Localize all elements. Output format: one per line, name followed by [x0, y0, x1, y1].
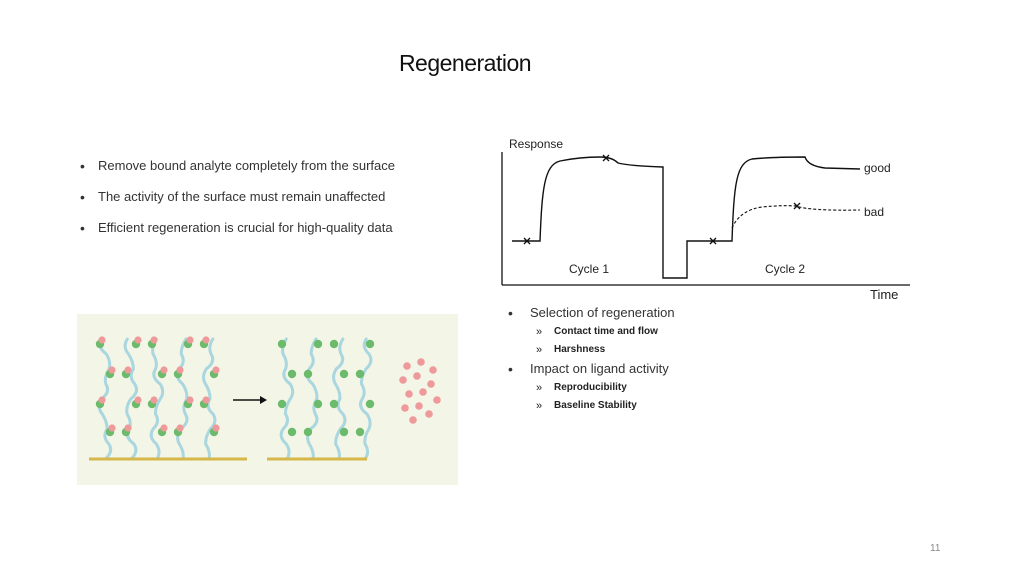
ligand-dot: [339, 369, 349, 379]
free-analyte-dot: [417, 358, 425, 366]
analyte-dot: [150, 336, 158, 344]
ligand-dot: [303, 369, 313, 379]
cycle-1-label: Cycle 1: [569, 262, 609, 276]
cross-marker-icon: [793, 202, 801, 210]
ligand-fiber: [305, 337, 319, 461]
free-analyte-dot: [419, 388, 427, 396]
consideration-label: Selection of regeneration: [530, 305, 675, 320]
analyte-dot: [98, 396, 106, 404]
free-analyte-dot: [427, 380, 435, 388]
free-analyte-dot: [405, 390, 413, 398]
bullet-item: Efficient regeneration is crucial for hi…: [78, 218, 395, 249]
free-analyte-dot: [415, 402, 423, 410]
analyte-dot: [212, 366, 220, 374]
free-analyte-dot: [413, 372, 421, 380]
bad-label: bad: [864, 205, 884, 219]
analyte-dot: [160, 366, 168, 374]
analyte-dot: [98, 336, 106, 344]
consideration-subitem: Baseline Stability: [530, 397, 675, 415]
free-analyte-dot: [433, 396, 441, 404]
analyte-dot: [160, 424, 168, 432]
analyte-dot: [108, 366, 116, 374]
ligand-fiber: [149, 337, 165, 461]
requirements-list: Remove bound analyte completely from the…: [78, 156, 395, 249]
ligand-fiber: [123, 337, 139, 461]
good-label: good: [864, 161, 891, 175]
free-analyte-dot: [403, 362, 411, 370]
bullet-item: The activity of the surface must remain …: [78, 187, 395, 218]
free-analyte-dot: [409, 416, 417, 424]
analyte-dot: [124, 366, 132, 374]
x-axis-label: Time: [870, 287, 898, 302]
consideration-item: Selection of regeneration Contact time a…: [508, 303, 675, 359]
ligand-dot: [313, 399, 323, 409]
analyte-dot: [150, 396, 158, 404]
consideration-label: Impact on ligand activity: [530, 361, 669, 376]
ligand-dot: [287, 427, 297, 437]
cross-marker-icon: [709, 237, 717, 245]
ligand-dot: [329, 339, 339, 349]
ligand-dot: [277, 339, 287, 349]
analyte-dot: [202, 336, 210, 344]
fibers-after: [277, 337, 375, 461]
page-number: 11: [930, 543, 941, 554]
right-arrow-icon: [233, 396, 267, 404]
ligand-dot: [355, 427, 365, 437]
fibers-before: [95, 336, 220, 461]
analyte-dot: [176, 366, 184, 374]
ligand-dot: [303, 427, 313, 437]
ligand-fiber: [279, 337, 295, 461]
ligand-dot: [355, 369, 365, 379]
analyte-dot: [108, 424, 116, 432]
free-analyte-dot: [425, 410, 433, 418]
slide-title: Regeneration: [398, 50, 532, 76]
ligand-dot: [277, 399, 287, 409]
free-analyte-dot: [429, 366, 437, 374]
ligand-dot: [365, 399, 375, 409]
cycle-2-label: Cycle 2: [765, 262, 805, 276]
ligand-fiber: [332, 337, 347, 461]
ligand-fiber: [359, 337, 373, 461]
ligand-fiber: [202, 337, 217, 461]
free-analyte-dot: [401, 404, 409, 412]
ligand-dot: [329, 399, 339, 409]
ligand-dot: [365, 339, 375, 349]
ligand-dot: [313, 339, 323, 349]
analyte-dot: [202, 396, 210, 404]
analyte-dot: [186, 336, 194, 344]
sensorgram-graph: Response Time Cycle 1 Cycle 2 good bad: [501, 137, 910, 302]
analyte-dot: [134, 336, 142, 344]
cross-marker-icon: [602, 154, 610, 162]
y-axis-label: Response: [509, 137, 563, 151]
consideration-subitem: Reproducibility: [530, 379, 675, 397]
consideration-subitem: Contact time and flow: [530, 323, 675, 341]
regeneration-illustration: [77, 314, 458, 485]
consideration-item: Impact on ligand activity Reproducibilit…: [508, 359, 675, 415]
analyte-dot: [186, 396, 194, 404]
free-analyte-dot: [399, 376, 407, 384]
response-curve: [512, 156, 861, 279]
ligand-fiber: [175, 337, 189, 461]
ligand-dot: [287, 369, 297, 379]
analyte-dot: [212, 424, 220, 432]
cross-marker-icon: [523, 237, 531, 245]
analyte-dot: [176, 424, 184, 432]
consideration-subitem: Harshness: [530, 341, 675, 359]
analyte-dot: [124, 424, 132, 432]
bullet-item: Remove bound analyte completely from the…: [78, 156, 395, 187]
ligand-dot: [339, 427, 349, 437]
released-analyte-cluster: [399, 358, 441, 424]
bad-curve: [731, 205, 861, 229]
analyte-dot: [134, 396, 142, 404]
considerations-list: Selection of regeneration Contact time a…: [508, 303, 675, 415]
